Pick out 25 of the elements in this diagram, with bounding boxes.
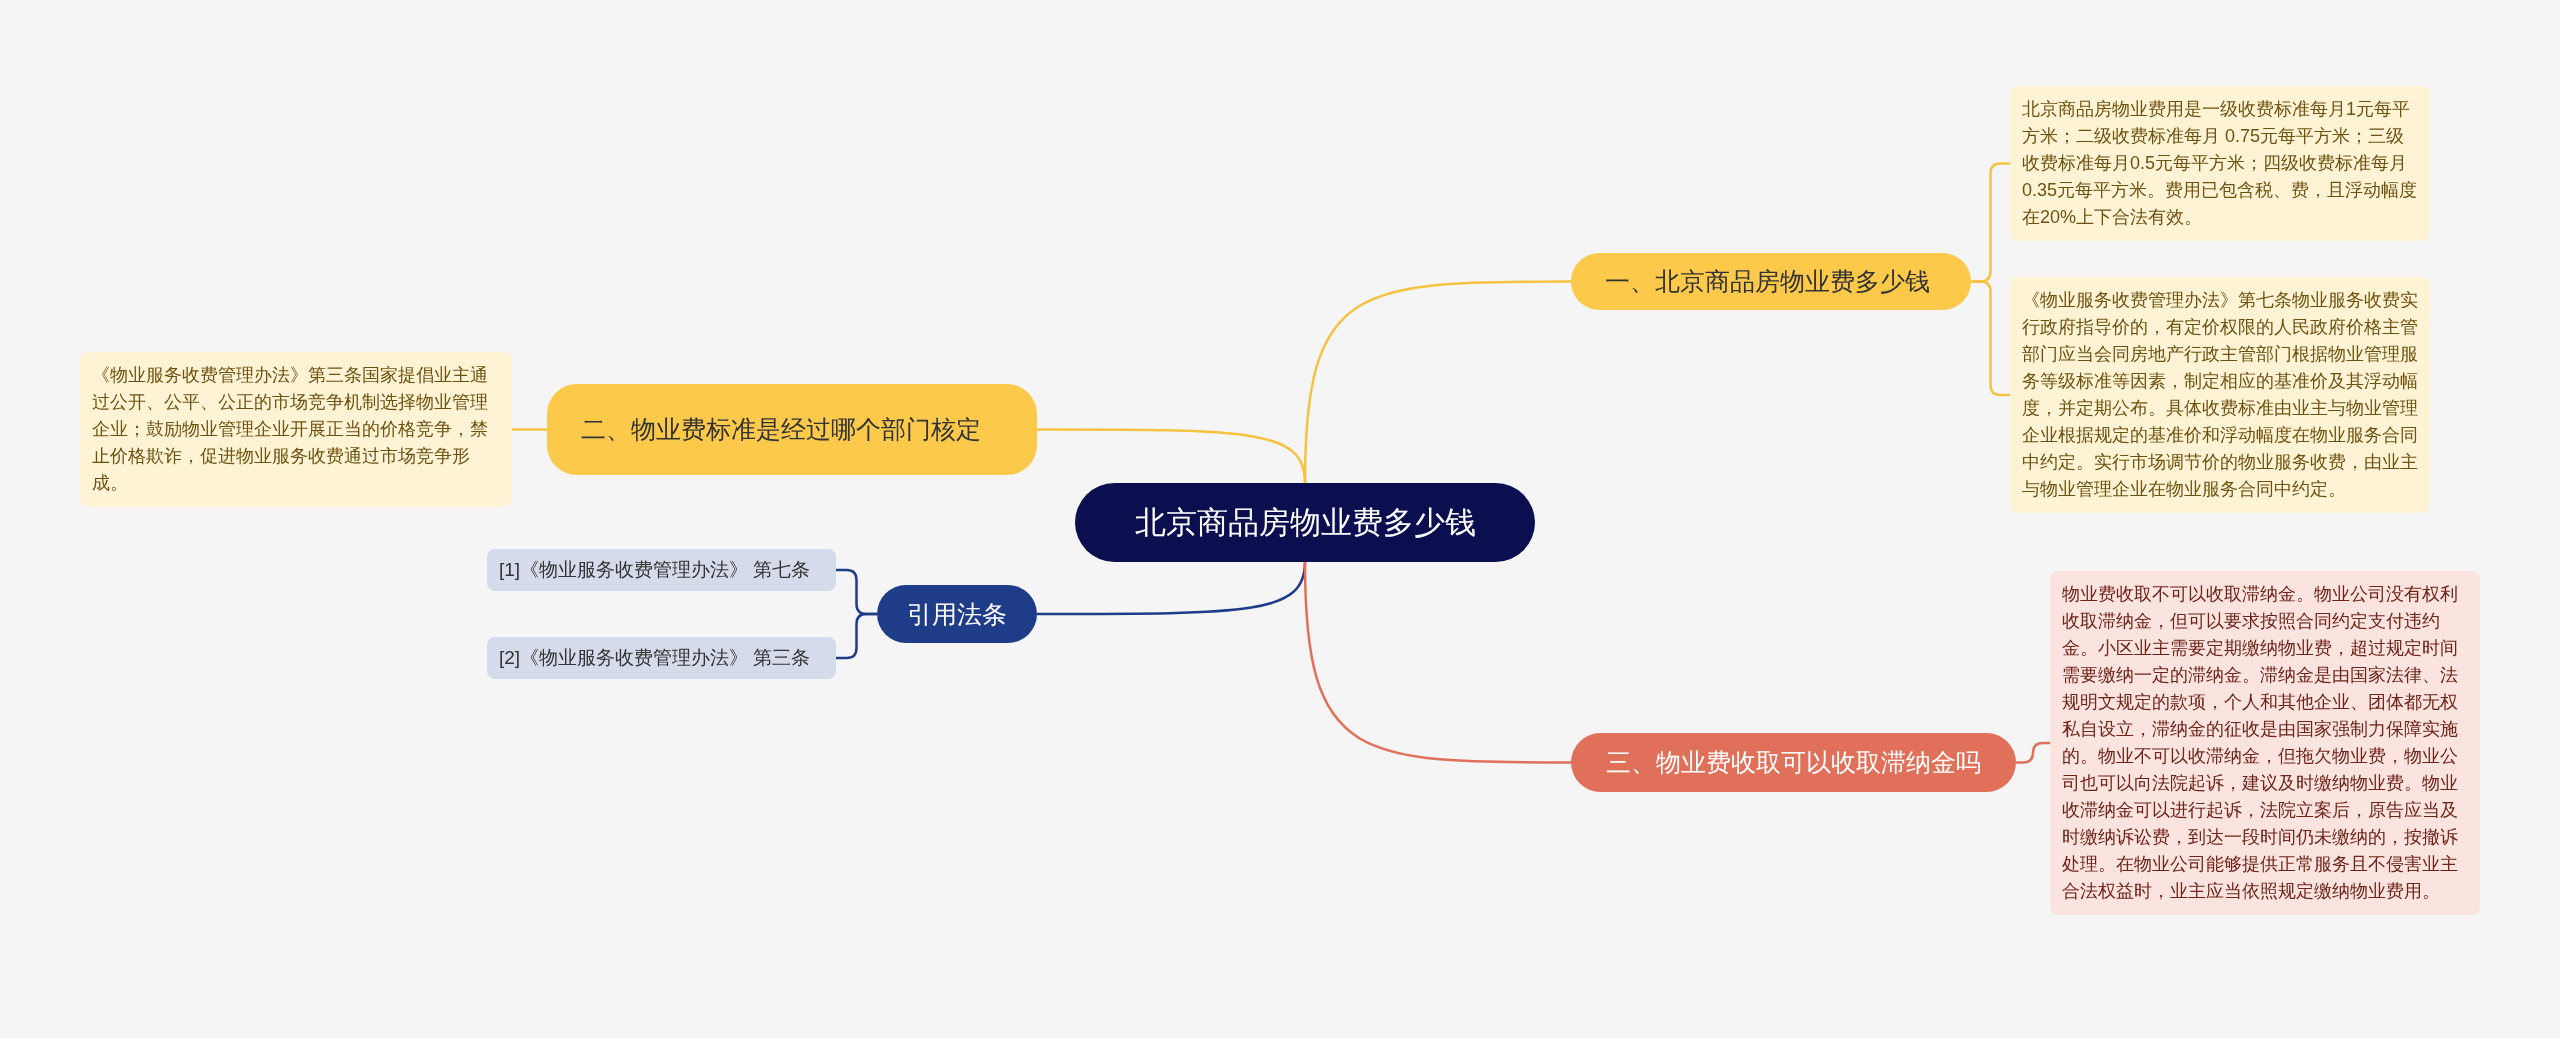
topic-pill	[1571, 253, 1971, 310]
topic-text: 三、物业费收取可以收取滞纳金吗	[1606, 747, 1981, 778]
connector-line	[1303, 561, 1571, 764]
topic-pill	[877, 585, 1037, 643]
topic-text: 《物业服务收费管理办法》第七条物业服务收费实行政府指导价的，有定价权限的人民政府价格主管部门应当会同房地产行政主管部门根据物业管理服务等级标准等因素，制定相应的基准价及其浮动幅度，并定期公布。具体收费标准由业主与物业管理企业根据规定的基准价和浮动幅度在物业服务合同中约定。实行市场调节价的物业服务收费，由业主与物业管理企业在物业服务合同中约定。	[2022, 289, 2418, 501]
connector-line	[2016, 741, 2050, 764]
topic-text: 物业费收取不可以收取滞纳金。物业公司没有权利收取滞纳金，但可以要求按照合同约定支付违约金。小区业主需要定期缴纳物业费，超过规定时间需要缴纳一定的滞纳金。滞纳金是由国家法律、法规明文规定的款项，个人和其他企业、团体都无权私自设立，滞纳金的征收是由国家强制力保障实施的。物业不可以收滞纳金，但拖欠物业费，物业公司也可以向法院起诉，建议及时缴纳物业费。物业收滞纳金可以进行起诉，法院立案后，原告应当及时缴纳诉讼费，到达一段时间仍未缴纳的，按撤诉处理。在物业公司能够提供正常服务且不侵害业主合法权益时，业主应当依照规定缴纳物业费用。	[2062, 583, 2459, 903]
topic-text: [1]《物业服务收费管理办法》 第七条	[499, 558, 811, 582]
note-card	[2010, 277, 2430, 513]
reference-card	[487, 549, 836, 591]
connector-line	[512, 428, 547, 431]
topic-text: 《物业服务收费管理办法》第三条国家提倡业主通过公开、公平、公正的市场竞争机制选择物业管理企业；鼓励物业管理企业开展正当的价格竞争，禁止价格欺诈，促进物业服务收费通过市场竞争形成。	[92, 364, 489, 495]
topic-text: 一、北京商品房物业费多少钱	[1605, 266, 1930, 298]
note-card	[80, 352, 512, 507]
topic-text: 引用法条	[907, 598, 1007, 630]
topic-text: [2]《物业服务收费管理办法》 第三条	[499, 646, 811, 670]
connector-line	[1971, 280, 2010, 397]
topic-text: 二、物业费标准是经过哪个部门核定	[581, 414, 981, 446]
note-card	[2010, 86, 2430, 241]
connector-line	[1037, 428, 1307, 484]
reference-card	[487, 637, 836, 679]
topic-pill	[547, 384, 1037, 475]
topic-text: 北京商品房物业费多少钱	[1134, 503, 1476, 542]
topic-text: 北京商品房物业费用是一级收费标准每月1元每平方米；二级收费标准每月 0.75元每平方米；三级收费标准每月0.5元每平方米；四级收费标准每月0.35元每平方米。费用已包含税、费，且浮动幅度在20%上下合法有效。	[2022, 98, 2418, 229]
connector-line	[836, 612, 877, 660]
